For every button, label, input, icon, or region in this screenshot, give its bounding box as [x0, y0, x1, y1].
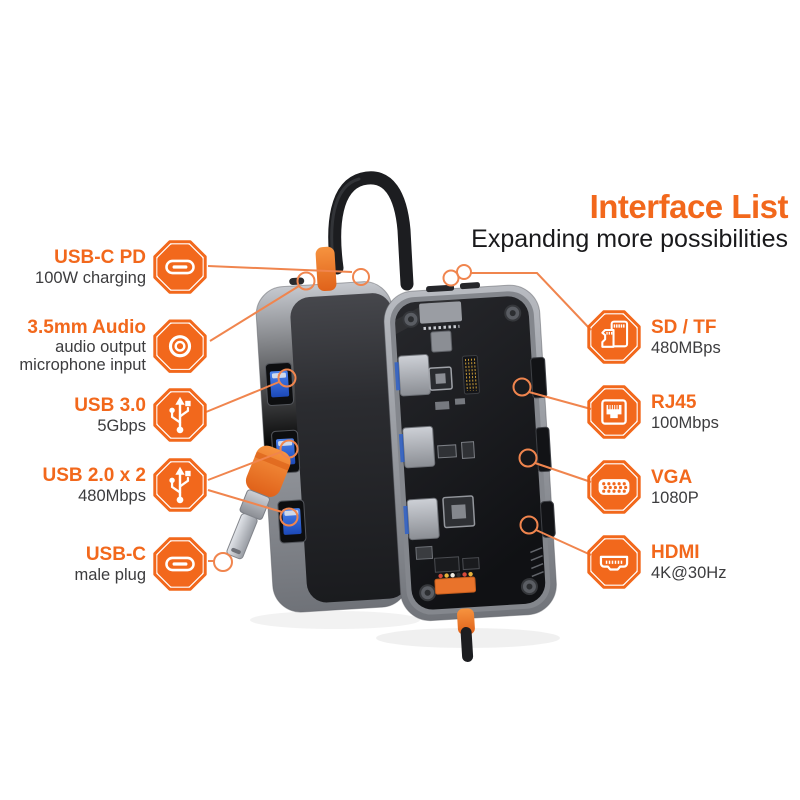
label-detail: 4K@30Hz: [651, 563, 727, 582]
label-detail: male plug: [74, 565, 146, 584]
callout-lines: [205, 264, 592, 572]
label-name: HDMI: [651, 542, 700, 564]
host-cable: [328, 171, 414, 291]
hub-front-view: [383, 282, 557, 662]
cable-stub: [460, 627, 474, 662]
label-name: USB-C PD: [54, 247, 146, 269]
header: Interface List Expanding more possibilit…: [471, 190, 788, 254]
callout-hdmi: HDMI 4K@30Hz: [586, 534, 726, 590]
hdmi-port-icon: [587, 535, 641, 589]
label-name: 3.5mm Audio: [27, 317, 146, 339]
label-detail: 1080P: [651, 488, 699, 507]
label-name: SD / TF: [651, 317, 717, 339]
usb2-port-2: [277, 499, 307, 544]
label-name: VGA: [651, 467, 693, 489]
callout-sd-tf: SD / TF 480MBps: [586, 309, 721, 365]
label-name: RJ45: [651, 392, 697, 414]
label-detail: audio output: [55, 338, 146, 357]
usb-trident-icon: [153, 458, 207, 512]
tf-slot: [459, 282, 480, 290]
callout-usb2: USB 2.0 x 2 480Mbps: [4, 457, 208, 513]
page-subtitle: Expanding more possibilities: [471, 225, 788, 253]
ethernet-port-icon: [587, 385, 641, 439]
callout-audio: 3.5mm Audio audio output microphone inpu…: [4, 317, 208, 375]
callout-usb-c-male: USB-C male plug: [4, 536, 208, 592]
label-name: USB 2.0 x 2: [42, 465, 147, 487]
label-detail: microphone input: [19, 356, 146, 375]
usb-c-pd-port: [315, 246, 337, 292]
label-detail: 100Mbps: [651, 413, 719, 432]
callout-usb3: USB 3.0 5Gbps: [4, 387, 208, 443]
vents: [530, 547, 544, 578]
cable-strain-relief: [457, 608, 475, 635]
page-title: Interface List: [589, 188, 789, 225]
usb-trident-icon: [153, 388, 207, 442]
usb-c-port-icon: [153, 240, 207, 294]
callout-usb-c-pd: USB-C PD 100W charging: [4, 239, 208, 295]
callout-rj45: RJ45 100Mbps: [586, 384, 719, 440]
shadow: [250, 611, 420, 629]
vga-port-icon: [587, 460, 641, 514]
label-name: USB-C: [85, 544, 146, 566]
rj45-port: [530, 356, 548, 399]
pcb-components: [394, 301, 480, 595]
sd-slot: [426, 284, 455, 293]
callout-vga: VGA 1080P: [586, 459, 699, 515]
usb-c-port-icon: [153, 537, 207, 591]
label-detail: 480MBps: [651, 338, 721, 357]
hdmi-port: [540, 500, 556, 538]
sd-tf-card-icon: [587, 310, 641, 364]
usb3-port: [264, 361, 295, 406]
label-detail: 100W charging: [35, 268, 146, 287]
label-name: USB 3.0: [74, 395, 146, 417]
vga-port: [535, 426, 552, 473]
audio-jack-icon: [153, 319, 207, 373]
label-detail: 5Gbps: [97, 416, 146, 435]
screw-centers: [407, 310, 533, 596]
hub-rear-view: [255, 246, 410, 613]
label-detail: 480Mbps: [78, 486, 146, 505]
